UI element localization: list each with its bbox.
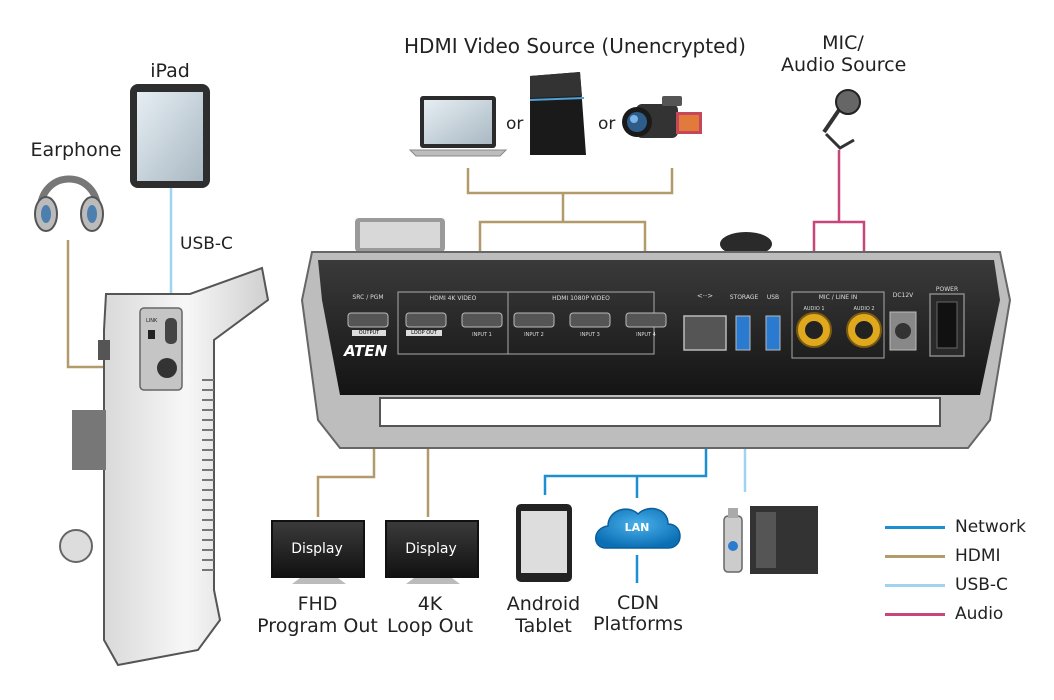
legend-swatch — [885, 525, 945, 529]
input4-label: INPUT 4 — [636, 332, 656, 338]
usb-drive-icon — [723, 508, 743, 573]
hdmi4k-label: HDMI 4K VIDEO — [429, 295, 477, 302]
legend-item-hdmi: HDMI — [885, 546, 1001, 566]
legend-item-usbc: USB-C — [885, 575, 1008, 595]
fhd-label-line1: FHD — [297, 593, 338, 615]
src-pgm-label: SRC / PGM — [352, 294, 384, 301]
device-rear-panel — [300, 218, 1012, 449]
cdn-label-line1: CDN — [616, 592, 660, 614]
usbc-label: USB-C — [180, 234, 233, 254]
display-4k-text: Display — [405, 541, 457, 557]
legend-swatch — [885, 583, 945, 587]
hdmi-source-label: HDMI Video Source (Unencrypted) — [404, 34, 746, 58]
input2-label: INPUT 2 — [524, 332, 544, 338]
mic-label-line1: MIC/ — [822, 32, 864, 54]
output-label: OUTPUT — [352, 330, 386, 336]
usb-label: USB — [766, 294, 780, 301]
android-label-line1: Android — [506, 593, 581, 615]
or-label-1: or — [506, 114, 524, 134]
ipad-label: iPad — [150, 60, 190, 82]
audio2-label: AUDIO 2 — [853, 306, 875, 312]
or-label-2: or — [598, 114, 616, 134]
headphone-icon — [34, 175, 104, 232]
microphone-icon — [822, 89, 861, 150]
legend-label: USB-C — [955, 575, 1008, 595]
cdn-label-line2: Platforms — [592, 613, 684, 635]
lan-text: LAN — [624, 521, 650, 534]
camcorder-icon — [622, 96, 702, 138]
link-label: LINK — [146, 318, 158, 324]
legend-swatch — [885, 612, 945, 616]
fhd-label-line2: Program Out — [257, 615, 378, 637]
input1-label: INPUT 1 — [472, 332, 492, 338]
display-fhd-icon — [271, 520, 365, 584]
device-side-view — [59, 266, 270, 667]
earphone-label: Earphone — [30, 139, 122, 161]
dc12v-label: DC12V — [892, 292, 914, 299]
display-4k-icon — [385, 520, 479, 584]
legend-label: Network — [955, 517, 1026, 537]
android-label-line2: Tablet — [515, 615, 572, 637]
brand-logo: ATEN — [344, 342, 388, 360]
hdmi1080-label: HDMI 1080P VIDEO — [552, 295, 610, 302]
legend-label: HDMI — [955, 546, 1001, 566]
laptop-icon — [408, 96, 508, 157]
k4-label-line2: Loop Out — [386, 615, 474, 637]
k4-label-line1: 4K — [417, 593, 443, 615]
lan-cloud-icon — [595, 507, 681, 549]
display-fhd-text: Display — [291, 541, 343, 557]
loop-out-label: LOOP OUT — [406, 330, 442, 336]
storage-label: STORAGE — [729, 294, 759, 301]
input3-label: INPUT 3 — [580, 332, 600, 338]
power-label: POWER — [935, 286, 959, 293]
game-console-icon — [529, 72, 586, 155]
mic-label-line2: Audio Source — [781, 54, 907, 76]
hard-drive-icon — [750, 506, 818, 574]
audio1-label: AUDIO 1 — [803, 306, 825, 312]
android-tablet-icon — [516, 504, 572, 582]
mic-line-in-label: MIC / LINE IN — [818, 294, 858, 301]
network-port-label: <··> — [696, 292, 714, 300]
ipad-icon — [130, 84, 210, 188]
legend-item-audio: Audio — [885, 604, 1003, 624]
legend-item-network: Network — [885, 517, 1026, 537]
legend-label: Audio — [955, 604, 1004, 624]
legend-swatch — [885, 554, 945, 558]
